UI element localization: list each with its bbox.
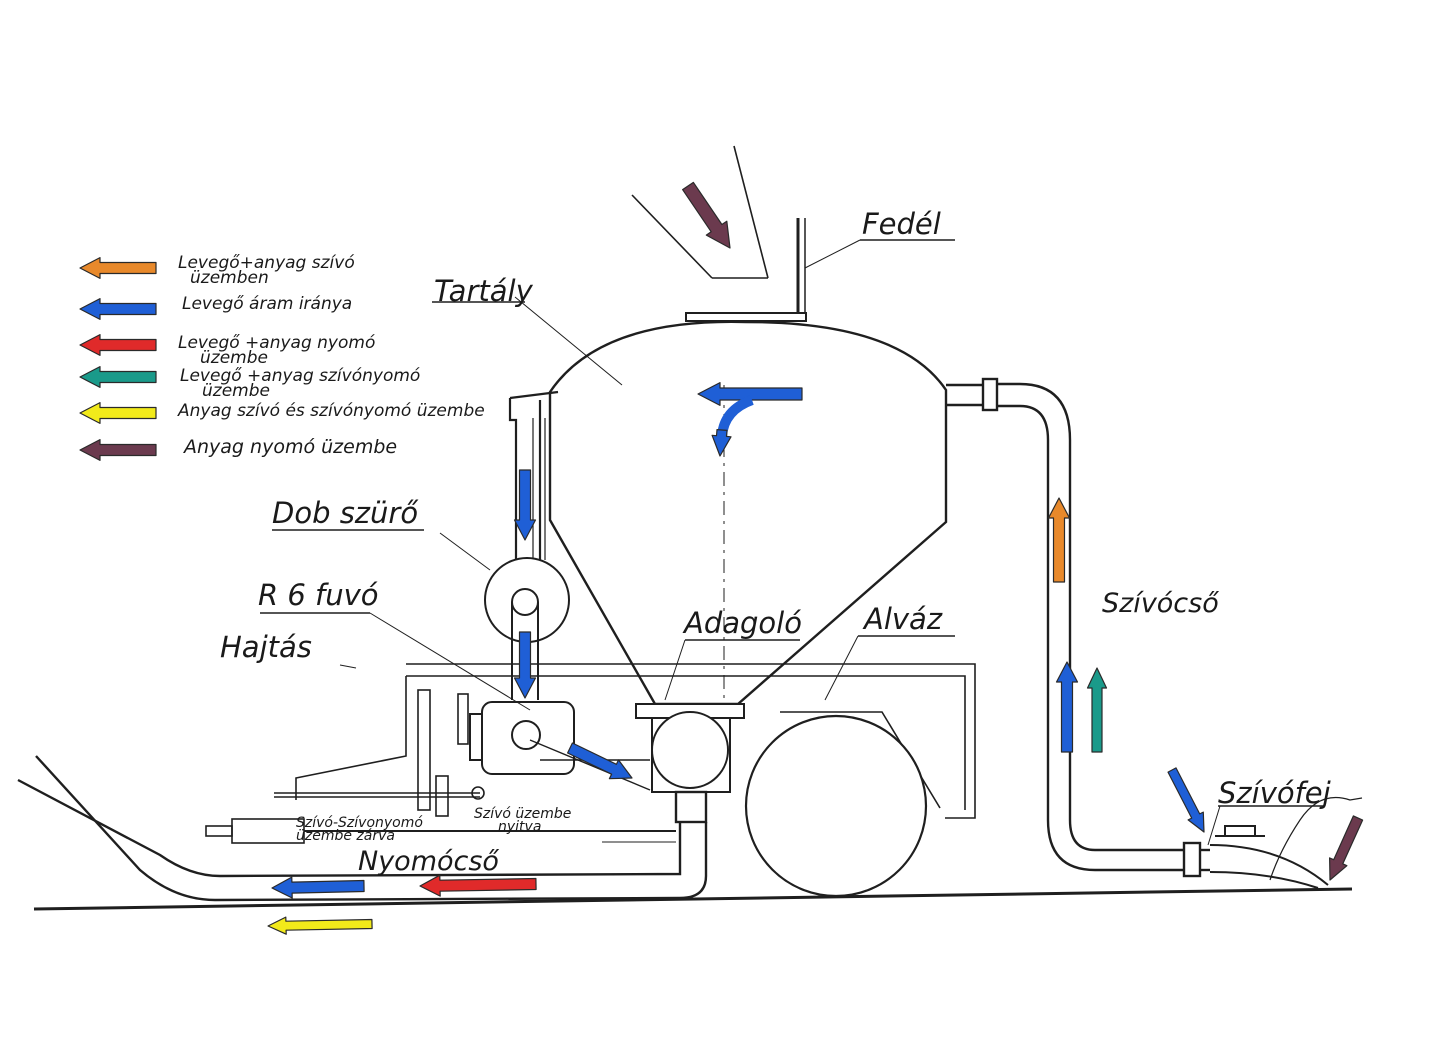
legend-arrow-yellow bbox=[79, 402, 157, 424]
flow-arrows bbox=[267, 181, 1364, 935]
label-adagolo: Adagoló bbox=[684, 606, 802, 640]
suction-pipe-up-arrow bbox=[1055, 661, 1079, 753]
pressure-pipe-blue-arrow bbox=[271, 876, 365, 899]
label-szivofej: Szívófej bbox=[1218, 776, 1331, 810]
pressure-pipe-red-arrow bbox=[419, 874, 537, 897]
suction-pipe bbox=[946, 377, 1210, 878]
label-valve-closed: Szívó-Szívonyomó üzembe zárva bbox=[296, 815, 423, 844]
feeder bbox=[635, 639, 800, 793]
legend-item-red-text: Levegő +anyag nyomó üzembe bbox=[178, 333, 376, 368]
label-valve-open: Szívó üzembe nyitva bbox=[474, 806, 572, 835]
legend-item-green-text: Levegő +anyag szívónyomó üzembe bbox=[180, 366, 421, 401]
tank-air-arrow bbox=[697, 382, 803, 406]
filter-pipe-down-arrow bbox=[513, 469, 537, 541]
legend-arrow-orange bbox=[79, 257, 157, 279]
material-in-arrow bbox=[681, 181, 731, 249]
tank bbox=[432, 296, 948, 706]
legend-item-yellow-text: Anyag szívó és szívónyomó üzembe bbox=[178, 401, 485, 421]
legend-arrows bbox=[79, 257, 157, 461]
blower-intake-down-arrow bbox=[513, 631, 537, 699]
valve-shaft bbox=[205, 818, 676, 844]
wheel bbox=[744, 714, 928, 898]
legend-arrow-purple bbox=[79, 439, 157, 461]
suction-head-material-arrow bbox=[1328, 815, 1364, 881]
label-tartaly: Tartály bbox=[434, 274, 533, 308]
suction-pipe-orange-arrow bbox=[1047, 497, 1071, 583]
yellow-material-arrow bbox=[267, 916, 373, 935]
pressure-pipe bbox=[17, 755, 708, 902]
legend-item-blue-text: Levegő áram iránya bbox=[182, 294, 353, 314]
legend-item-purple-text: Anyag nyomó üzembe bbox=[184, 436, 398, 458]
legend-item-orange-text: Levegő+anyag szívó üzemben bbox=[178, 253, 355, 288]
blower-discharge-arrow bbox=[566, 742, 633, 780]
label-dobszuro: Dob szürő bbox=[272, 496, 419, 530]
suction-pipe-green-arrow bbox=[1086, 667, 1108, 753]
legend-arrow-green bbox=[79, 366, 157, 388]
r6-blower bbox=[260, 612, 575, 775]
suction-head bbox=[1207, 796, 1363, 889]
ground-line bbox=[33, 887, 1353, 911]
filter-pipe bbox=[508, 390, 559, 570]
label-alvaz: Alváz bbox=[864, 602, 943, 636]
label-nyomocso: Nyomócső bbox=[358, 846, 499, 877]
label-hajtas: Hajtás bbox=[220, 630, 312, 664]
drive bbox=[274, 664, 651, 817]
input-chute bbox=[631, 145, 769, 279]
suction-head-air-arrow bbox=[1167, 767, 1205, 833]
legend-arrow-red bbox=[79, 334, 157, 356]
label-r6fuvo: R 6 fuvó bbox=[258, 578, 379, 612]
tank-air-turn-arrow-head bbox=[711, 429, 732, 457]
label-szivocso: Szívócső bbox=[1102, 588, 1219, 619]
legend-arrow-blue bbox=[79, 298, 157, 320]
label-fedel: Fedél bbox=[862, 207, 941, 241]
